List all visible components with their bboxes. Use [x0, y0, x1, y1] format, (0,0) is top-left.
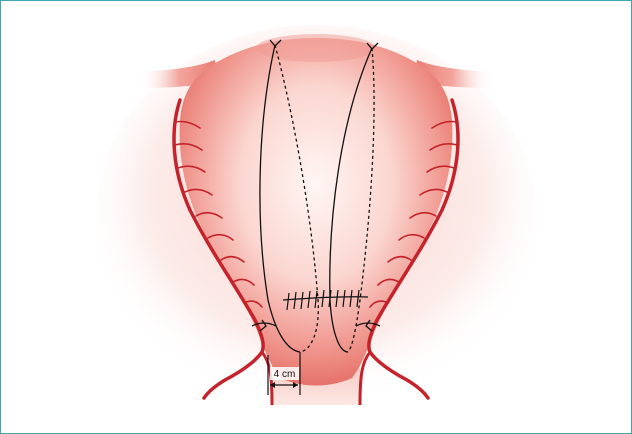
measurement-label: 4 cm — [274, 369, 296, 380]
